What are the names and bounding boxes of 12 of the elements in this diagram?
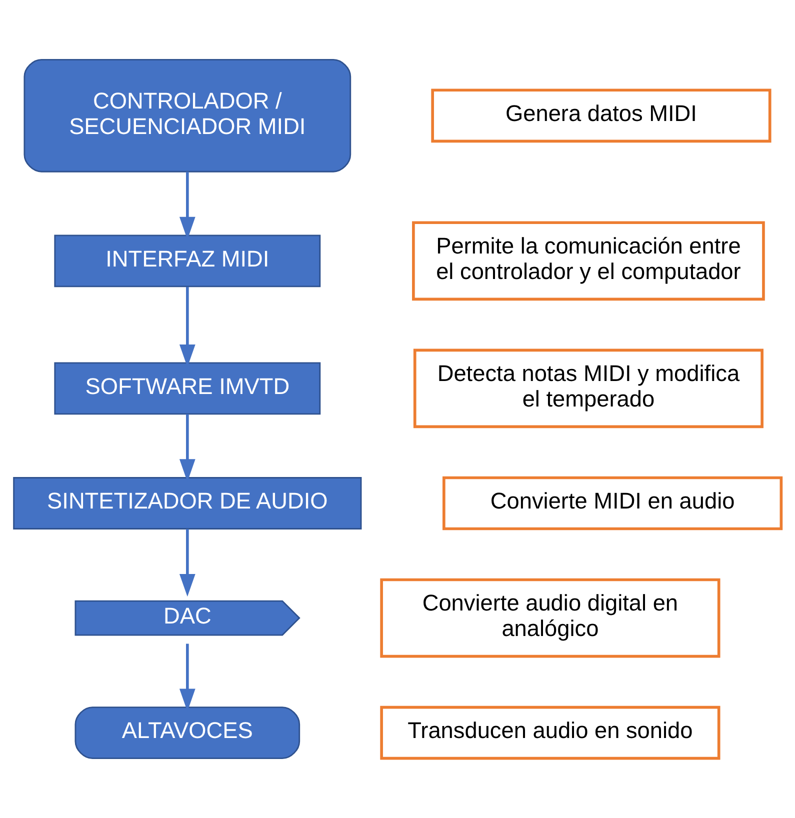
node-box: Genera datos MIDI bbox=[431, 88, 772, 143]
node-box: SOFTWARE IMVTD bbox=[54, 362, 321, 415]
node-box: Permite la comunicación entre el controlador y el computador bbox=[412, 221, 765, 301]
node-box: Convierte audio digital en analógico bbox=[380, 578, 720, 658]
node-box: Detecta notas MIDI y modifica el temperado bbox=[413, 348, 764, 428]
node-box: Transducen audio en sonido bbox=[380, 706, 720, 760]
node-box: Convierte MIDI en audio bbox=[442, 476, 783, 530]
node-box: ALTAVOCES bbox=[74, 706, 300, 760]
node-box: SINTETIZADOR DE AUDIO bbox=[13, 477, 362, 530]
node-box: CONTROLADOR / SECUENCIADOR MIDI bbox=[24, 58, 352, 172]
node-box: INTERFAZ MIDI bbox=[54, 234, 321, 288]
arrow bbox=[179, 528, 196, 597]
